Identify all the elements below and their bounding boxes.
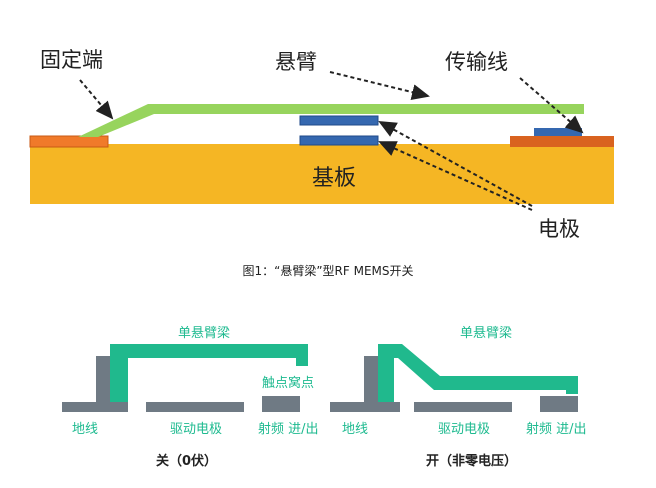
anchor-label: 固定端	[40, 48, 103, 72]
substrate-label: 基板	[312, 166, 357, 191]
contact-dimple-label: 触点窝点	[262, 376, 315, 391]
drive-electrode-label-left: 驱动电极	[170, 422, 223, 437]
anchor-post-left	[96, 356, 112, 402]
drive-electrode-right	[414, 402, 512, 412]
electrode-lower	[299, 135, 379, 146]
electrode-upper	[299, 115, 379, 126]
cantilever-beam	[78, 104, 584, 137]
rf-pad-left	[262, 396, 300, 412]
drive-electrode-label-right: 驱动电极	[438, 422, 491, 437]
electrode-label: 电极	[538, 217, 580, 241]
beam-label-left: 单悬臂梁	[178, 326, 231, 341]
state-off-label: 关（0伏）	[156, 454, 218, 469]
beam-label-right: 单悬臂梁	[460, 326, 513, 341]
switch-states-diagram: 单悬臂梁 触点窝点 地线 驱动电极 射频 进/出 关（0伏） 单悬臂梁 地线 驱…	[0, 300, 656, 484]
cantilever-label: 悬臂	[275, 50, 317, 74]
cantilever-cross-section: 固定端 悬臂 传输线 基板 电极	[29, 48, 614, 241]
transmission-line	[534, 128, 582, 136]
rf-pad-right	[540, 396, 578, 412]
switch-states-graphic	[62, 344, 578, 412]
cantilever-arrow	[329, 71, 430, 100]
ground-label-right: 地线	[342, 422, 369, 437]
substrate	[30, 144, 614, 204]
anchor-arrow	[79, 79, 114, 120]
rf-io-label-left: 射频 进/出	[258, 422, 319, 437]
beam-left	[110, 344, 308, 402]
state-on-label: 开（非零电压）	[426, 454, 518, 469]
transmission-line-label: 传输线	[445, 50, 508, 74]
rf-io-label-right: 射频 进/出	[526, 422, 587, 437]
drive-electrode-left	[146, 402, 244, 412]
figure-caption: 图1：“悬臂梁”型RF MEMS开关	[242, 264, 414, 278]
ground-line-left	[62, 402, 128, 412]
anchor-post-right	[364, 356, 380, 402]
cross-section-graphic	[29, 71, 614, 211]
ground-line-right	[330, 402, 400, 412]
anchor-pad	[29, 135, 109, 148]
transmission-line-pad	[510, 136, 614, 147]
electrode-arrow-upper	[378, 121, 533, 207]
beam-right	[378, 344, 578, 402]
ground-label-left: 地线	[72, 422, 99, 437]
